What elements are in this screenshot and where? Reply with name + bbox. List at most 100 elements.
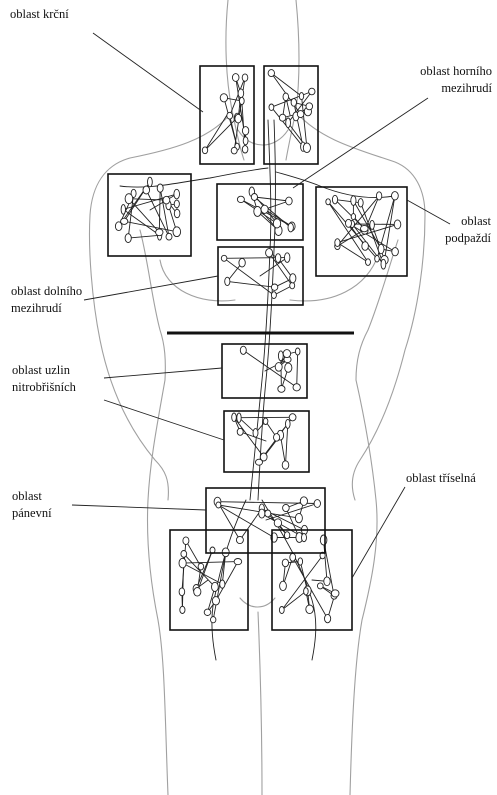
lymph-vessel bbox=[353, 201, 381, 249]
label-oblast-uzlin-nitrobrisnich: oblast uzlin nitrobřišních bbox=[12, 362, 76, 396]
label-dolni-mezihrudi-line1: oblast dolního bbox=[11, 283, 82, 300]
lymph-node bbox=[303, 143, 310, 153]
lymph-node bbox=[121, 205, 125, 215]
lymph-node bbox=[271, 292, 276, 299]
lymph-node bbox=[183, 537, 189, 545]
label-oblast-panevni: oblast pánevní bbox=[12, 488, 52, 522]
lymph-vessel bbox=[254, 197, 289, 201]
lymph-node bbox=[274, 519, 281, 527]
lymph-node bbox=[261, 205, 268, 213]
lymph-node bbox=[317, 583, 323, 589]
lymph-node bbox=[286, 197, 293, 205]
lymph-node bbox=[225, 277, 230, 285]
lymph-node bbox=[179, 588, 185, 596]
lymph-node bbox=[282, 461, 289, 469]
lymph-node bbox=[285, 253, 290, 263]
lymph-node bbox=[306, 605, 314, 614]
lymph-node bbox=[238, 89, 244, 98]
leader-podpazdi bbox=[407, 200, 450, 224]
leader-panevni bbox=[72, 505, 206, 510]
lymph-node bbox=[256, 459, 263, 465]
lymph-node bbox=[279, 114, 285, 121]
lymph-node bbox=[212, 597, 219, 605]
lymph-node bbox=[288, 223, 293, 232]
lymph-node bbox=[173, 227, 181, 237]
lymph-node bbox=[298, 558, 303, 565]
lymph-node bbox=[392, 192, 399, 200]
lymph-node bbox=[295, 348, 300, 355]
lymph-node bbox=[194, 588, 201, 597]
lymph-node bbox=[278, 386, 285, 393]
lymph-node bbox=[237, 413, 241, 422]
lymph-node bbox=[290, 282, 295, 288]
lymph-node bbox=[289, 414, 296, 421]
lymph-node bbox=[254, 206, 261, 216]
lymph-node bbox=[263, 418, 268, 424]
lymph-node bbox=[285, 363, 292, 372]
leader-nitrobrisni-upper bbox=[104, 368, 222, 378]
lymph-node bbox=[220, 580, 225, 588]
lymph-node bbox=[174, 209, 180, 217]
lymph-node bbox=[394, 220, 401, 229]
lymph-node bbox=[181, 551, 187, 558]
lymph-node bbox=[358, 199, 363, 207]
lymph-node bbox=[125, 194, 133, 204]
lymph-node bbox=[290, 553, 296, 561]
label-oblast-dolniho-mezihrudi: oblast dolního mezihrudí bbox=[11, 283, 82, 317]
leader-nitrobrisni-lower bbox=[104, 400, 224, 440]
lymph-node bbox=[300, 497, 307, 506]
lymph-vessel bbox=[216, 562, 238, 601]
lymph-node bbox=[125, 234, 131, 243]
leader-horni-mezihrudi bbox=[293, 98, 428, 188]
lymph-node bbox=[271, 284, 277, 290]
lymph-node bbox=[180, 606, 185, 613]
lymph-node bbox=[302, 534, 307, 542]
lymph-vessel bbox=[297, 352, 298, 388]
lymph-node bbox=[331, 590, 339, 597]
lymph-node bbox=[237, 196, 244, 202]
label-oblast-krcni: oblast krční bbox=[10, 6, 69, 23]
lymph-node bbox=[204, 609, 211, 615]
lymph-node bbox=[309, 88, 315, 95]
lymph-node bbox=[143, 186, 150, 194]
lymph-nodes bbox=[115, 70, 400, 623]
label-nitrobrisni-line1: oblast uzlin bbox=[12, 362, 76, 379]
lymph-node bbox=[212, 582, 219, 591]
lymph-node bbox=[376, 192, 381, 200]
lymph-node bbox=[156, 229, 163, 236]
lymph-node bbox=[295, 513, 302, 522]
label-krcni-line1: oblast krční bbox=[10, 7, 69, 21]
lymph-node bbox=[278, 351, 283, 361]
lymph-node bbox=[290, 274, 296, 283]
lymph-node bbox=[239, 258, 245, 267]
lymph-node bbox=[283, 350, 290, 358]
lymph-vessel bbox=[128, 235, 159, 238]
lymph-node bbox=[265, 510, 271, 517]
leader-dolni-mezihrudi bbox=[84, 276, 218, 300]
lymph-node bbox=[283, 504, 290, 511]
lymph-node bbox=[227, 112, 233, 119]
lymph-node bbox=[351, 196, 356, 206]
lymph-node bbox=[232, 74, 239, 82]
lymph-node bbox=[237, 428, 243, 435]
lymph-node bbox=[275, 254, 280, 263]
lymph-node bbox=[362, 242, 369, 251]
label-triselna-line1: oblast tříselná bbox=[406, 471, 476, 485]
lymph-node bbox=[370, 220, 375, 229]
lymph-node bbox=[179, 558, 186, 568]
lymph-node bbox=[325, 614, 331, 622]
lymph-node bbox=[121, 218, 128, 224]
lymph-node bbox=[279, 607, 284, 614]
lymph-node bbox=[304, 588, 309, 595]
lymph-node bbox=[286, 118, 291, 128]
leader-triselna bbox=[352, 487, 405, 578]
box-panevni bbox=[206, 488, 325, 553]
lymph-vessel bbox=[335, 200, 361, 203]
lymph-vessel bbox=[159, 188, 160, 232]
lymph-node bbox=[163, 196, 170, 204]
lymph-node bbox=[202, 147, 207, 154]
lymph-vessel bbox=[234, 417, 264, 457]
lymph-node bbox=[306, 103, 313, 110]
lymph-node bbox=[284, 532, 289, 539]
